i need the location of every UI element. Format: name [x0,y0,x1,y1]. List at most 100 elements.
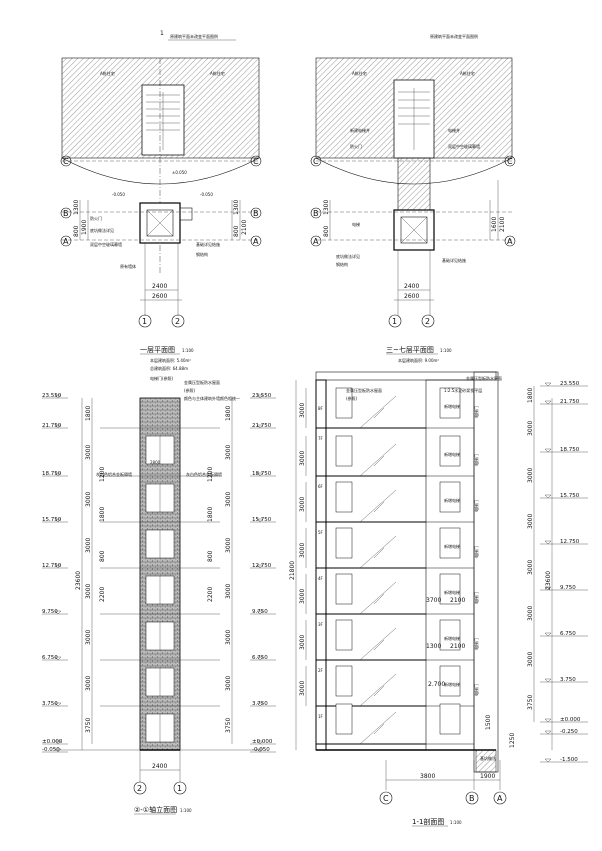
section-door-label: 电梯门 [473,684,479,696]
elev-level-right: -0.050 [252,747,270,753]
section-mid-a: 3700 [426,597,441,604]
elev-level-mark-right [256,518,264,523]
plan2-elevator: 电梯 [352,221,360,227]
section-floor-label: 4F [318,576,324,581]
elev-level-mark-left [54,702,62,707]
plan2-glass: 双层中空玻璃幕墙 [448,143,480,149]
plan2-axis-a-r: A [507,237,513,246]
elev-level-left: -0.050 [42,747,60,753]
plan1-dim-r1: 1300 [233,200,240,215]
section-room-label: 新增电梯 [444,497,460,503]
section-room-label: 新增电梯 [444,451,460,457]
elev-width: 2400 [152,763,167,770]
plan1-section-mark: 1 [160,30,164,37]
plan1-title: 一层平面图 [140,346,175,354]
section-door [335,435,353,467]
plan2-top-note: 原建筑平面未改变平面图例 [430,33,478,39]
section-top1-r: 金属压型板防水屋面 [466,375,502,381]
section-elevator-door [439,387,461,419]
section-dim-right: 3000 [527,514,534,529]
elev-level-mark-left [54,748,62,753]
elev-sub-dim: 1800 [99,507,106,522]
section-stair [359,673,397,707]
elev-level-mark-right [256,656,264,661]
plan2-dim-w-inner: 2400 [404,283,419,290]
section-level: 6.750 [560,631,576,637]
elev-dim-right: 3000 [225,492,232,507]
plan2-door: 防火门 [350,143,362,149]
plan2-axis-c-r: C [507,157,513,166]
section-door-label: 电梯门 [473,500,479,512]
section-floor-label: 2F [318,668,324,673]
section-elevator-door [439,703,461,735]
elev-level-mark-left [54,564,62,569]
plan-ground-floor: 原建筑平面未改变平面图例 1 A栋住宅 A栋住宅 ±0.050 -0.050 -… [60,30,262,371]
elev-dim-right: 3000 [225,584,232,599]
elev-top-label1: 金属压型板防水屋面 [184,379,220,385]
plan1-dim-hc: 1900 [81,220,88,235]
elev-level-right: 9.750 [252,609,268,615]
plan2-dim-ha: 1300 [323,200,330,215]
elev-dim-left: 3000 [85,630,92,645]
plan1-dim-w-outer: 2600 [152,293,167,300]
elev-level-mark-left [54,656,62,661]
elev-level-mark-right [256,740,264,745]
section-room-label: 新增电梯 [444,403,460,409]
section-elevator-door [439,481,461,513]
plan1-dim-ha: 1300 [73,200,80,215]
elev-level-mark-left [54,394,62,399]
elev-dim-right: 1800 [225,406,232,421]
plan1-axis-a-r: A [253,237,259,246]
plan2-note1: 基础详见结施 [442,257,466,263]
section-dim-right: 3000 [527,652,534,667]
elev-dim-left: 3000 [85,445,92,460]
elev-dim-right: 3000 [225,676,232,691]
plan2-existing-2: A栋住宅 [460,70,475,76]
section-door-label: 电梯门 [473,454,479,466]
plan1-dim-r2: 800 [233,225,240,237]
section-floor-label: 6F [318,484,324,489]
section-total-left: 21800 [289,561,296,580]
section-elevator-door [439,665,461,697]
section-top1: 金属压型板防水屋面 [346,387,382,393]
elev-dim-right: 3000 [225,538,232,553]
plan2-title: 三~七层平面图 [386,345,434,354]
section-level: 21.750 [560,399,580,405]
plan1-area-b: 总建筑面积: 64.88m [150,365,188,371]
section-stair [359,711,397,745]
elev-band-label: 灰白色铝合金板隔墙 [96,471,132,477]
plan1-dim-r4: 2100 [241,220,248,235]
section-door [335,387,353,419]
plan2-axis-a: A [313,237,319,246]
section-door [335,703,353,735]
section-level-mark [544,448,552,453]
section-level-mark [544,586,552,591]
plan2-dim-r4: 2100 [499,217,506,232]
elev-title: ②-①轴立面图 [134,805,177,814]
plan2-existing: A栋住宅 [352,70,367,76]
elev-dim-right: 3750 [225,718,232,733]
section-stair [359,443,397,477]
plan2-axis-b: B [313,209,319,218]
elev-level-left: 12.750 [42,563,62,569]
plan1-axis-c: C [63,157,69,166]
elev-level-left: 3.750 [42,701,58,707]
section-view: 8F7F6F5F4F3F2F1F新增电梯电梯门新增电梯电梯门新增电梯电梯门新增电… [289,371,588,827]
elev-dim-left: 3000 [85,676,92,691]
elev-axis-2: 2 [137,784,142,793]
plan1-pit: 底坑做法详见 [90,227,114,233]
plan1-scale: 1:100 [182,348,194,353]
plan1-axis-2: 2 [175,317,180,326]
section-dim-right: 3000 [527,560,534,575]
elev-level-mark-left [54,472,62,477]
section-stair [359,489,397,523]
elev-level-right: 6.750 [252,655,268,661]
section-mid-d: 2100 [450,643,465,650]
section-level: 9.750 [560,585,576,591]
elev-sub-dim-r: 1200 [207,467,214,482]
plan2-area: 本层建筑面积: 9.00m² [398,357,439,363]
section-level-mark [544,382,552,387]
elev-dim-left: 3000 [85,584,92,599]
elev-total: 23600 [75,571,82,590]
elevation-view: 金属压型板防水屋面 (参照) 颜色与主体建筑外墙颜色相统一 电梯门(参照) 灰白… [42,375,276,815]
